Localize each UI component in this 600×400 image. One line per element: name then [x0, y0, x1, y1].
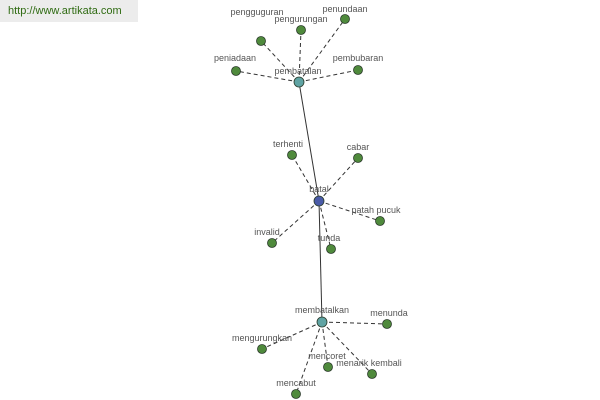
node-dot-penundaan[interactable] — [340, 14, 350, 24]
node-penundaan[interactable]: penundaan — [322, 4, 368, 24]
node-peniadaan[interactable]: peniadaan — [214, 53, 256, 76]
node-dot-membatalkan[interactable] — [316, 316, 328, 328]
edge-pembatalan-pembubaran — [298, 69, 359, 83]
edge-membatalkan-mencoret — [321, 321, 329, 368]
edge-membatalkan-menunda — [321, 321, 388, 325]
node-dot-pembatalan[interactable] — [293, 76, 305, 88]
node-label-penundaan: penundaan — [322, 4, 367, 14]
node-tunda[interactable]: tunda — [318, 233, 341, 254]
node-pengurungan[interactable]: pengurungan — [274, 14, 328, 35]
node-label-pembubaran: pembubaran — [333, 53, 384, 63]
edges-layer — [235, 18, 388, 395]
node-label-tunda: tunda — [318, 233, 341, 243]
node-label-patah-pucuk: patah pucuk — [351, 205, 401, 215]
node-label-menarik-kembali: menarik kembali — [336, 358, 402, 368]
edge-batal-cabar — [318, 157, 359, 202]
node-dot-peniadaan[interactable] — [231, 66, 241, 76]
node-label-membatalkan: membatalkan — [295, 305, 349, 315]
node-terhenti[interactable]: terhenti — [273, 139, 303, 160]
node-label-cabar: cabar — [347, 142, 370, 152]
node-dot-terhenti[interactable] — [287, 150, 297, 160]
node-dot-menarik-kembali[interactable] — [367, 369, 377, 379]
edge-batal-pembatalan — [298, 81, 320, 202]
node-membatalkan[interactable]: membatalkan — [295, 305, 349, 328]
node-dot-batal[interactable] — [313, 195, 325, 207]
edge-pembatalan-peniadaan — [235, 70, 300, 83]
node-cabar[interactable]: cabar — [347, 142, 370, 163]
nodes-layer: batalpembatalanmembatalkanpengguguranpen… — [214, 4, 408, 399]
node-dot-mencoret[interactable] — [323, 362, 333, 372]
node-label-peniadaan: peniadaan — [214, 53, 256, 63]
node-dot-menunda[interactable] — [382, 319, 392, 329]
node-dot-invalid[interactable] — [267, 238, 277, 248]
edge-pembatalan-pengurungan — [298, 29, 302, 83]
edge-membatalkan-mencabut — [295, 321, 323, 395]
edge-pembatalan-pengguguran — [260, 40, 300, 83]
node-mencabut[interactable]: mencabut — [276, 378, 316, 399]
node-menarik-kembali[interactable]: menarik kembali — [336, 358, 402, 379]
watermark-url: http://www.artikata.com — [0, 0, 138, 22]
edge-membatalkan-menarik-kembali — [321, 321, 373, 375]
edge-batal-tunda — [318, 200, 332, 250]
edge-batal-membatalkan — [318, 200, 323, 323]
node-dot-patah-pucuk[interactable] — [375, 216, 385, 226]
node-pengguguran[interactable]: pengguguran — [230, 7, 284, 46]
node-label-mengurungkan: mengurungkan — [232, 333, 292, 343]
node-label-invalid: invalid — [254, 227, 280, 237]
edge-batal-terhenti — [291, 154, 320, 202]
edge-pembatalan-penundaan — [298, 18, 346, 83]
node-dot-tunda[interactable] — [326, 244, 336, 254]
node-pembubaran[interactable]: pembubaran — [333, 53, 384, 75]
node-dot-mengurungkan[interactable] — [257, 344, 267, 354]
node-mencoret[interactable]: mencoret — [308, 351, 346, 372]
node-batal[interactable]: batal — [309, 184, 329, 207]
node-dot-pembubaran[interactable] — [353, 65, 363, 75]
node-label-mencabut: mencabut — [276, 378, 316, 388]
node-invalid[interactable]: invalid — [254, 227, 280, 248]
node-dot-cabar[interactable] — [353, 153, 363, 163]
edge-membatalkan-mengurungkan — [261, 321, 323, 350]
node-pembatalan[interactable]: pembatalan — [274, 66, 322, 88]
node-menunda[interactable]: menunda — [370, 308, 408, 329]
node-dot-pengguguran[interactable] — [256, 36, 266, 46]
node-label-terhenti: terhenti — [273, 139, 303, 149]
node-label-pembatalan: pembatalan — [274, 66, 321, 76]
node-label-pengguguran: pengguguran — [230, 7, 283, 17]
node-label-menunda: menunda — [370, 308, 408, 318]
node-label-pengurungan: pengurungan — [274, 14, 327, 24]
edge-batal-patah-pucuk — [318, 200, 381, 222]
edge-batal-invalid — [271, 200, 320, 244]
node-mengurungkan[interactable]: mengurungkan — [232, 333, 292, 354]
node-patah-pucuk[interactable]: patah pucuk — [351, 205, 401, 226]
node-dot-mencabut[interactable] — [291, 389, 301, 399]
node-label-mencoret: mencoret — [308, 351, 346, 361]
node-dot-pengurungan[interactable] — [296, 25, 306, 35]
node-label-batal: batal — [309, 184, 329, 194]
